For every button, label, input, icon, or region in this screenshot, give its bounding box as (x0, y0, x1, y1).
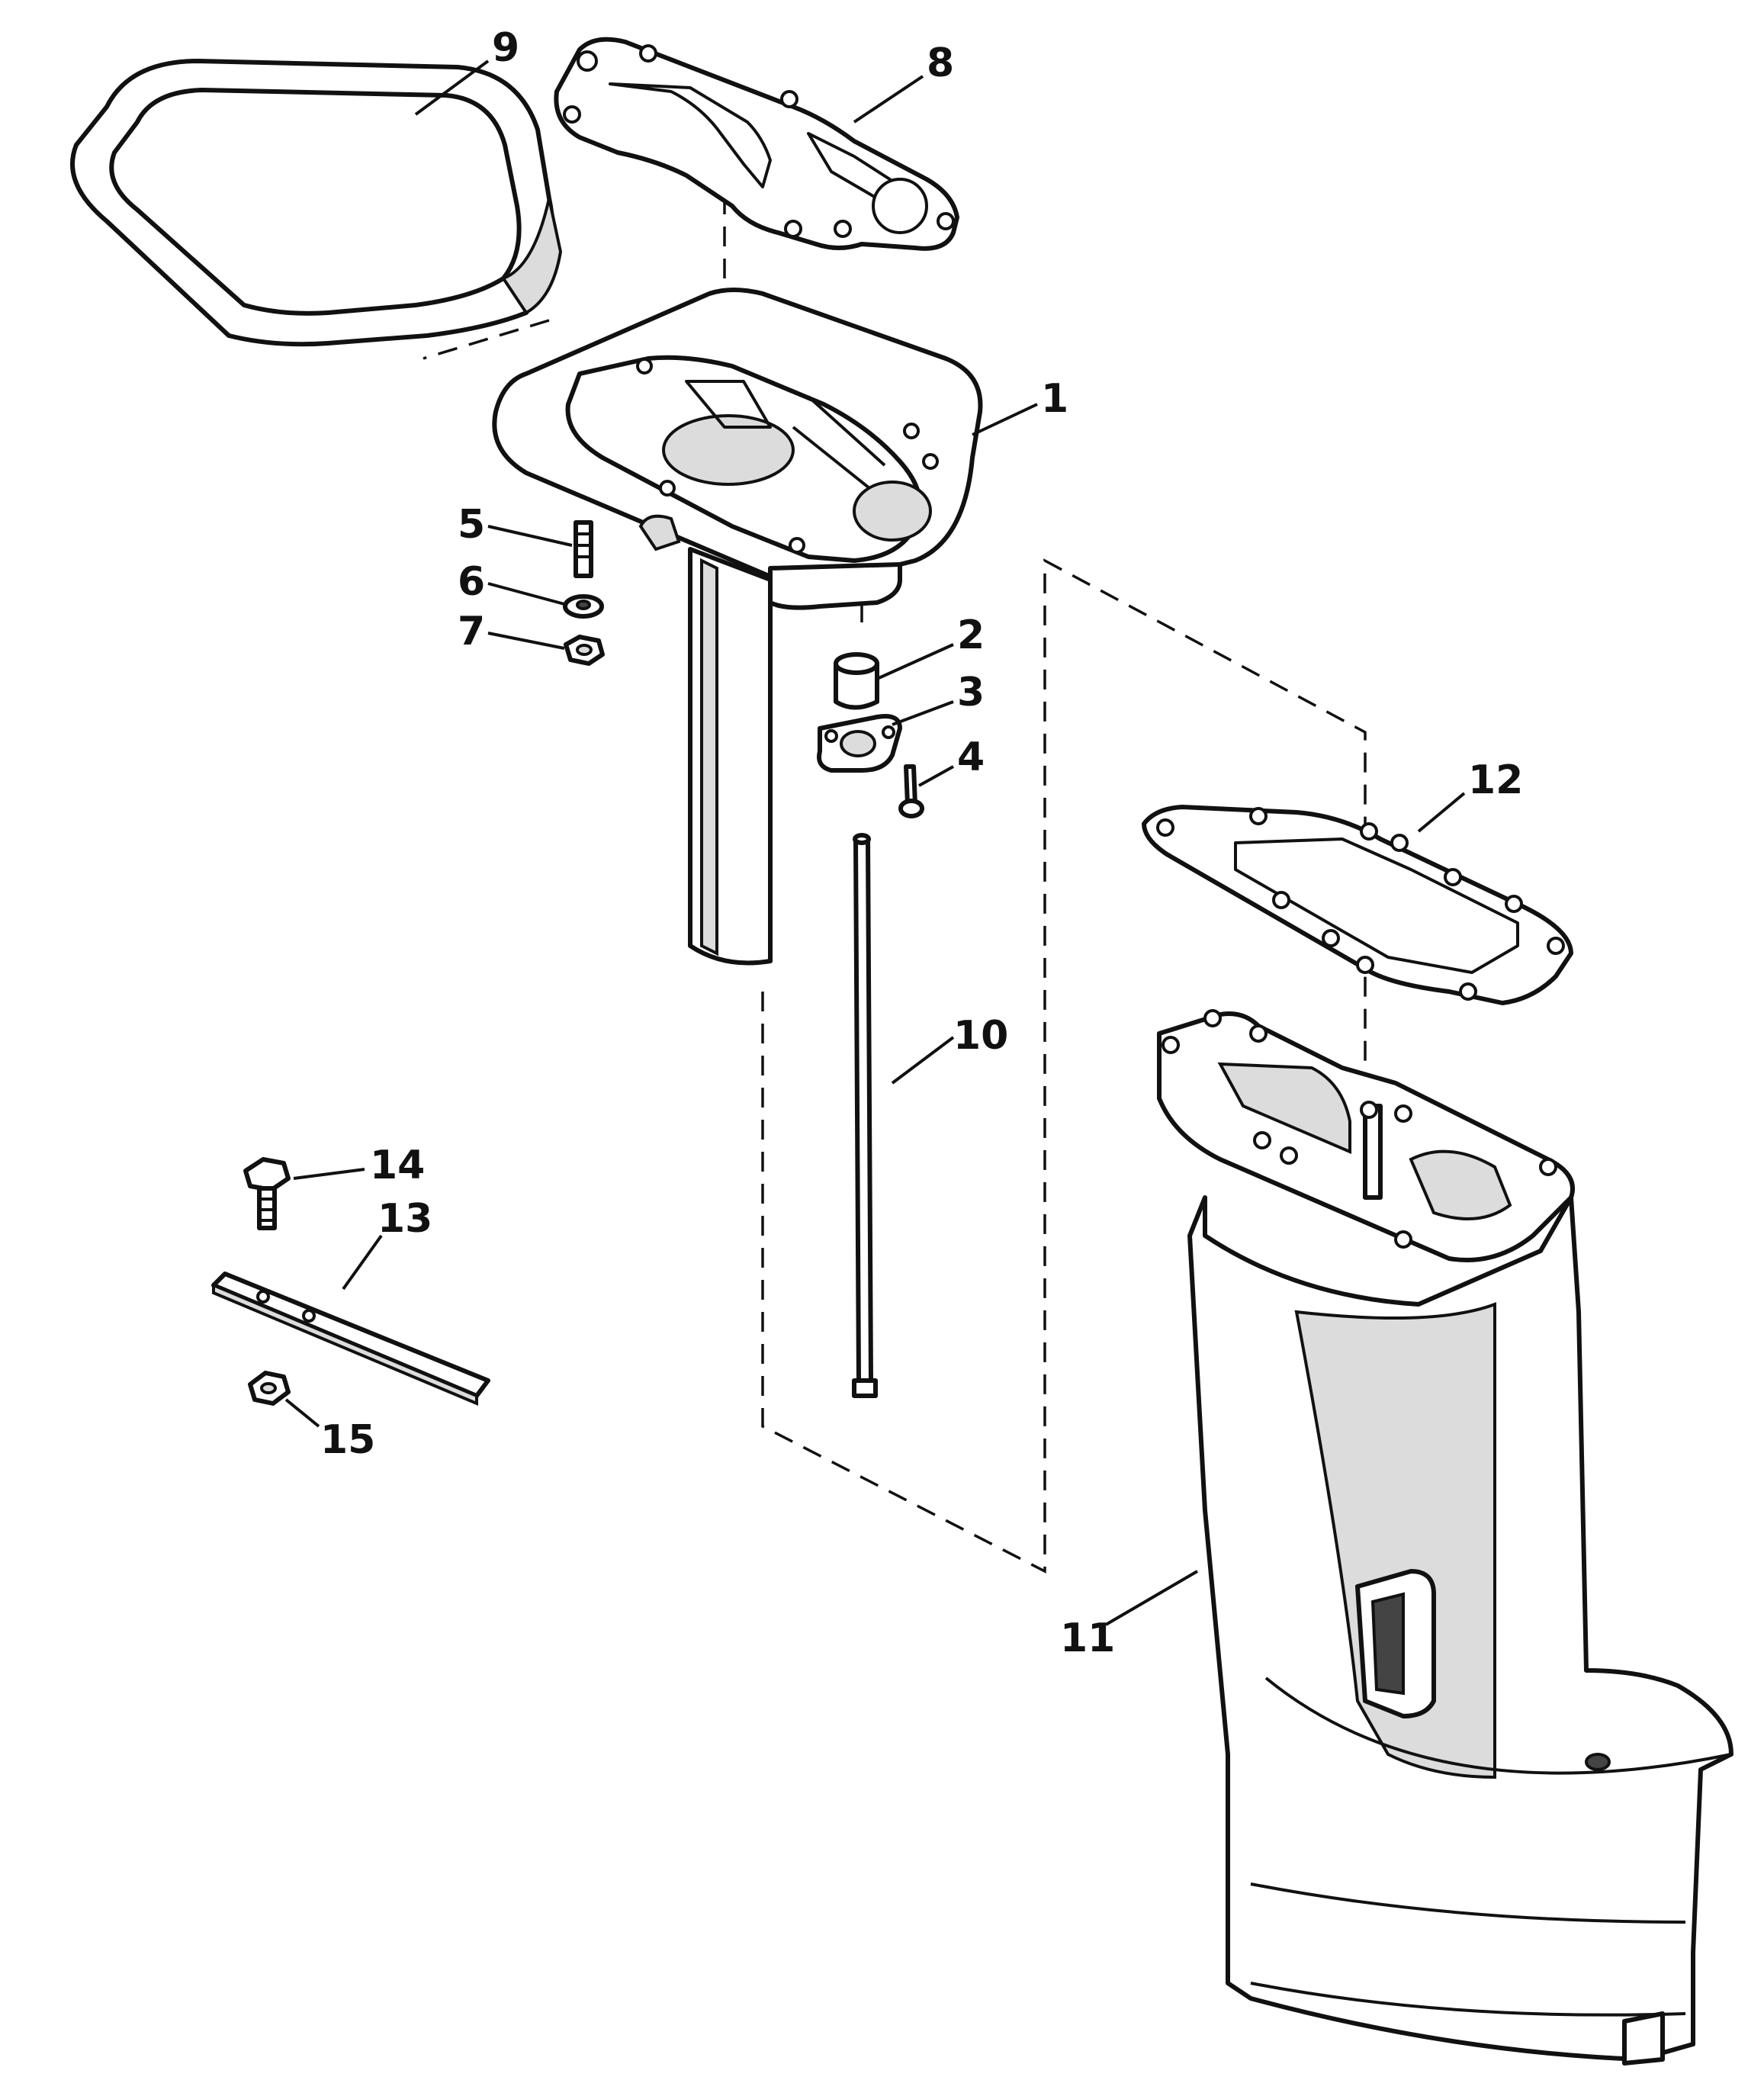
part-14-bolt (243, 1157, 291, 1230)
leader-11 (1104, 1570, 1199, 1626)
part-12-gasket (1142, 805, 1573, 1005)
part-2-bushing (834, 652, 879, 710)
leader-9 (414, 59, 490, 116)
leader-13 (342, 1234, 383, 1291)
callout-12: 12 (1468, 757, 1523, 803)
part-8-gasket (554, 37, 959, 251)
part-13-plate (211, 1271, 490, 1406)
callout-11: 11 (1060, 1615, 1115, 1661)
leader-4 (918, 765, 954, 787)
part-5-stud (574, 520, 593, 578)
leader-5 (487, 525, 573, 547)
leader-12 (1417, 792, 1466, 833)
leader-10 (891, 1036, 955, 1085)
leader-3 (892, 700, 954, 726)
part-3-retainer (817, 714, 902, 773)
part-6-washer (563, 594, 604, 619)
callout-6: 6 (458, 559, 485, 605)
callout-15: 15 (320, 1417, 375, 1463)
part-9-seal-ring (70, 59, 563, 347)
callout-3: 3 (957, 670, 985, 715)
callout-4: 4 (957, 735, 985, 780)
part-1-adapter-plate (492, 288, 983, 966)
leader-7 (487, 632, 565, 650)
callout-10: 10 (953, 1013, 1008, 1059)
leader-lines (284, 59, 1466, 1626)
callout-14: 14 (370, 1143, 425, 1188)
part-11-housing (1157, 1009, 1733, 2066)
callout-8: 8 (927, 40, 954, 86)
leader-14 (293, 1168, 365, 1180)
leader-15 (284, 1398, 320, 1428)
leader-8 (853, 75, 924, 124)
callout-labels: 1 2 3 4 5 6 7 8 9 10 11 12 13 14 15 (320, 25, 1523, 1661)
callout-2: 2 (957, 612, 985, 658)
part-10-tube (852, 833, 878, 1398)
leader-6 (487, 582, 565, 606)
leader-1 (972, 403, 1038, 436)
callout-1: 1 (1041, 376, 1068, 422)
callout-13: 13 (378, 1196, 432, 1242)
callout-5: 5 (458, 502, 485, 548)
callout-9: 9 (492, 25, 519, 71)
callout-7: 7 (458, 609, 485, 654)
leader-2 (876, 643, 954, 680)
part-15-nut (248, 1371, 291, 1406)
part-4-screw (898, 764, 924, 818)
part-7-nut (564, 635, 605, 666)
